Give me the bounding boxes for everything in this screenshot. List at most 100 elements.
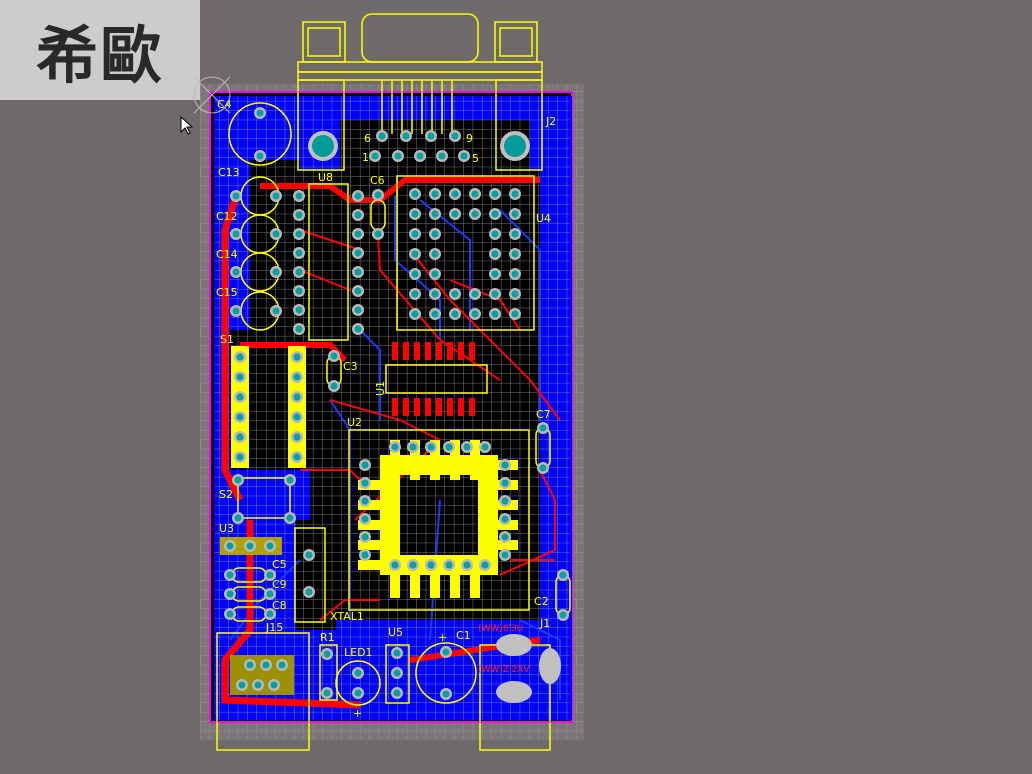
- pad-hole: [361, 551, 369, 559]
- pad-hole: [226, 571, 234, 579]
- label-c13: C13: [218, 166, 240, 179]
- label-u8: U8: [318, 171, 333, 184]
- pad-hole: [539, 464, 547, 472]
- pad-hole: [246, 661, 254, 669]
- pad-hole: [232, 230, 240, 238]
- pad-hole: [272, 230, 280, 238]
- label-s1: S1: [220, 333, 234, 346]
- pad-hole: [330, 352, 338, 360]
- pad-hole: [361, 497, 369, 505]
- label-c6: C6: [370, 174, 385, 187]
- pad-hole: [411, 250, 419, 258]
- pad-hole: [272, 268, 280, 276]
- pad-hole: [354, 230, 362, 238]
- label-c4: C4: [217, 98, 232, 111]
- pad-hole: [511, 250, 519, 258]
- pad-hole: [501, 515, 509, 523]
- pad-hole: [511, 310, 519, 318]
- pad-hole: [354, 268, 362, 276]
- logo: 希歐: [0, 0, 200, 100]
- pad-hole: [238, 681, 246, 689]
- pad-hole: [361, 461, 369, 469]
- pad-hole: [295, 306, 303, 314]
- pad-hole: [236, 393, 244, 401]
- pad-hole: [354, 192, 362, 200]
- pad-hole: [330, 382, 338, 390]
- pad-hole: [295, 230, 303, 238]
- pad-hole: [511, 230, 519, 238]
- pad-hole: [236, 453, 244, 461]
- pad-hole: [305, 551, 313, 559]
- pad-hole: [409, 443, 417, 451]
- pad-hole: [361, 479, 369, 487]
- pad-hole: [409, 561, 417, 569]
- pad-hole: [511, 290, 519, 298]
- label-r1: R1: [320, 631, 335, 644]
- connector-j2[interactable]: [297, 13, 543, 171]
- pad-hole: [305, 588, 313, 596]
- pad-hole: [431, 290, 439, 298]
- pad-hole: [451, 310, 459, 318]
- pad-hole: [236, 413, 244, 421]
- pad-hole: [256, 109, 264, 117]
- pad-hole: [451, 132, 459, 140]
- pad-hole: [511, 190, 519, 198]
- pad-hole: [393, 689, 401, 697]
- pad-hole: [427, 561, 435, 569]
- pad-hole: [539, 424, 547, 432]
- pad-hole: [272, 192, 280, 200]
- pad-hole: [491, 250, 499, 258]
- pad-hole: [411, 310, 419, 318]
- led1-plus: +: [353, 707, 362, 720]
- pad-hole: [451, 190, 459, 198]
- pad-hole: [236, 433, 244, 441]
- pad-hole: [293, 393, 301, 401]
- pad-hole: [442, 690, 450, 698]
- pad-hole: [491, 190, 499, 198]
- pad-hole: [471, 210, 479, 218]
- pad-hole: [374, 230, 382, 238]
- label-u5: U5: [388, 626, 403, 639]
- pad-hole: [295, 192, 303, 200]
- label-c1: C1: [456, 629, 471, 642]
- pad-hole: [501, 479, 509, 487]
- pad-hole: [451, 290, 459, 298]
- pad-hole: [394, 152, 402, 160]
- pad-hole: [511, 270, 519, 278]
- pad-hole: [232, 268, 240, 276]
- pad-hole: [431, 310, 439, 318]
- pad-hole: [393, 649, 401, 657]
- pad-hole: [501, 497, 509, 505]
- label-j15: J15: [265, 621, 283, 634]
- label-c5: C5: [272, 558, 287, 571]
- mirrored-text-2: (WW)Z'2XV: [478, 665, 530, 675]
- label-c3: C3: [343, 360, 358, 373]
- pad-hole: [411, 230, 419, 238]
- pad-hole: [232, 307, 240, 315]
- pad-hole: [481, 561, 489, 569]
- pad-hole: [236, 373, 244, 381]
- label-led1: LED1: [344, 646, 373, 659]
- pad-hole: [354, 306, 362, 314]
- pad-hole: [411, 290, 419, 298]
- label-u3: U3: [219, 522, 234, 535]
- pad-hole: [451, 210, 459, 218]
- label-u1: U1: [374, 381, 387, 396]
- pad-hole: [460, 152, 468, 160]
- pad-hole: [427, 132, 435, 140]
- label-c14: C14: [216, 248, 238, 261]
- pad-hole: [427, 443, 435, 451]
- pad-hole: [354, 211, 362, 219]
- pad-hole: [391, 443, 399, 451]
- label-s2: S2: [219, 488, 233, 501]
- pad-hole: [491, 290, 499, 298]
- pad-hole: [226, 610, 234, 618]
- pad-hole: [293, 373, 301, 381]
- pad-hole: [266, 571, 274, 579]
- pad-hole: [442, 648, 450, 656]
- pad-hole: [295, 287, 303, 295]
- pad-hole: [471, 290, 479, 298]
- pad-hole: [491, 310, 499, 318]
- pin-label-9: 9: [466, 132, 473, 145]
